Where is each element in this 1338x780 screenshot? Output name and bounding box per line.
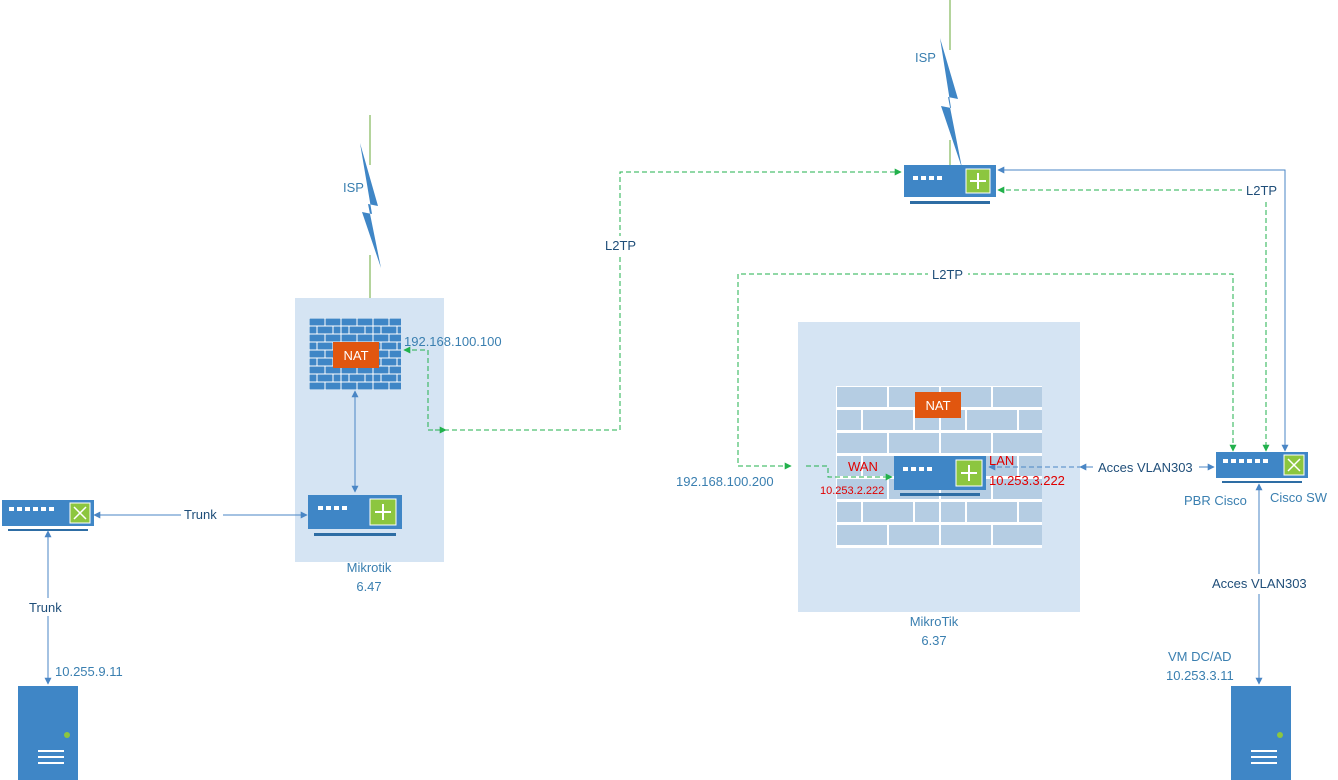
switch-icon	[2, 500, 94, 531]
lan-label: LAN	[989, 453, 1014, 468]
server-ip-left: 10.255.9.11	[55, 664, 123, 679]
l2tp-label-middle: L2TP	[932, 267, 963, 282]
mikrotik-left-name: Mikrotik	[347, 560, 392, 575]
router-icon	[894, 456, 986, 496]
nat-box-right	[915, 392, 961, 418]
switch-icon	[1216, 452, 1308, 483]
vm-ip-label: 10.253.3.11	[1166, 668, 1234, 683]
router-icon	[904, 165, 996, 204]
mikrotik-right-version: 6.37	[921, 633, 946, 648]
trunk-label-vertical: Trunk	[29, 600, 62, 615]
wan-link	[806, 465, 893, 481]
nat-box-left	[333, 342, 379, 368]
lightning-icon	[360, 143, 381, 268]
mikrotik-right-name: MikroTik	[910, 614, 959, 629]
isp-label-right: ISP	[915, 50, 936, 65]
acces-vlan-label-vertical: Acces VLAN303	[1212, 576, 1307, 591]
l2tp-label-left: L2TP	[605, 238, 636, 253]
nat-label-right: NAT	[925, 398, 950, 413]
lan-ip: 10.253.3.222	[989, 473, 1065, 488]
server-icon	[18, 686, 78, 780]
cisco-sw-label: Cisco SW	[1270, 490, 1328, 505]
isp-label-left: ISP	[343, 180, 364, 195]
isp-cisco-link	[997, 166, 1289, 452]
lightning-icon	[940, 38, 962, 168]
mikrotik-left-version: 6.47	[356, 579, 381, 594]
vm-name-label: VM DC/AD	[1168, 649, 1232, 664]
l2tp-link-middle	[737, 273, 1237, 470]
acces-vlan-label-horizontal: Acces VLAN303	[1098, 460, 1193, 475]
wan-ip: 10.253.2.222	[820, 485, 884, 497]
pbr-cisco-label: PBR Cisco	[1184, 493, 1247, 508]
router-ip-left: 192.168.100.100	[404, 334, 502, 349]
wan-label: WAN	[848, 459, 878, 474]
trunk-label-horizontal: Trunk	[184, 507, 217, 522]
l2tp-link-left	[403, 168, 902, 431]
l2tp-label-right: L2TP	[1246, 183, 1277, 198]
server-icon	[1231, 686, 1291, 780]
wan-ext-ip: 192.168.100.200	[676, 474, 774, 489]
router-icon	[308, 495, 402, 536]
nat-label-left: NAT	[343, 348, 368, 363]
